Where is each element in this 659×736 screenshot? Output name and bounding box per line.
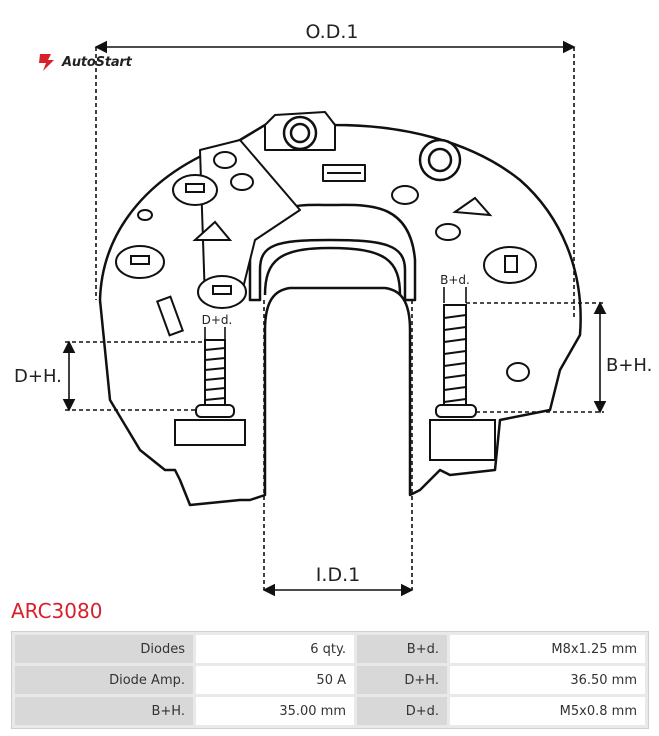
table-row: Diodes 6 qty. B+d. M8x1.25 mm: [15, 635, 645, 663]
diode-holes: [115, 151, 537, 382]
spec-table: Diodes 6 qty. B+d. M8x1.25 mm Diode Amp.…: [11, 631, 649, 729]
rectifier-diagram: O.D.1 I.D.1 B+H. D+H. B+d. D+d.: [14, 21, 652, 597]
spec-label: B+H.: [15, 697, 193, 725]
part-code: ARC3080: [11, 599, 103, 623]
spec-value: 35.00 mm: [196, 697, 354, 725]
spec-label: Diodes: [15, 635, 193, 663]
spec-value: 50 A: [196, 666, 354, 694]
table-row: Diode Amp. 50 A D+H. 36.50 mm: [15, 666, 645, 694]
b-plus-stud: [429, 304, 496, 461]
dd-label: D+d.: [202, 313, 233, 327]
spec-label: D+d.: [357, 697, 447, 725]
brand-bolt-icon: [39, 54, 54, 71]
table-row: B+H. 35.00 mm D+d. M5x0.8 mm: [15, 697, 645, 725]
bh-label: B+H.: [606, 355, 652, 376]
od-label: O.D.1: [306, 21, 359, 43]
spec-value: M5x0.8 mm: [450, 697, 645, 725]
dimension-lines: [62, 40, 607, 597]
spec-label: B+d.: [357, 635, 447, 663]
spec-label: D+H.: [357, 666, 447, 694]
spec-value: 36.50 mm: [450, 666, 645, 694]
d-plus-stud: [174, 339, 246, 446]
id-label: I.D.1: [316, 564, 360, 586]
autostart-logo: AutoStart: [36, 52, 132, 72]
spec-value: 6 qty.: [196, 635, 354, 663]
spec-label: Diode Amp.: [15, 666, 193, 694]
brand-name: AutoStart: [62, 54, 132, 70]
dh-label: D+H.: [14, 366, 62, 387]
spec-value: M8x1.25 mm: [450, 635, 645, 663]
bd-label: B+d.: [440, 273, 470, 287]
